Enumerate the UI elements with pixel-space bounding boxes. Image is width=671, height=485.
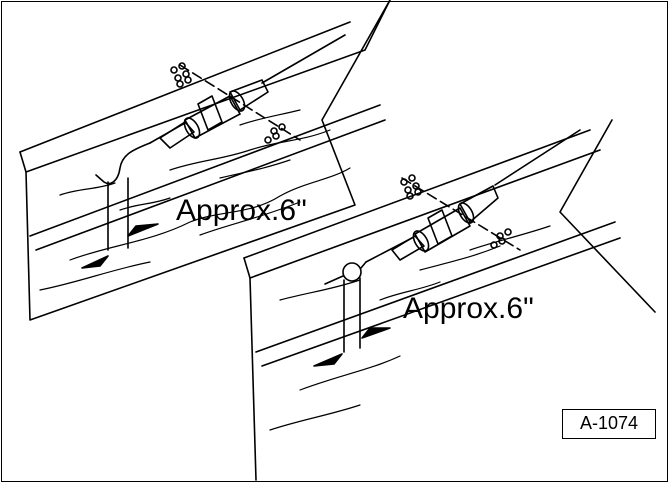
lower-assembly	[243, 119, 656, 481]
upper-assembly	[19, 0, 391, 321]
lower-dimension-arrows	[313, 327, 391, 367]
upper-dimension-arrows	[81, 223, 159, 269]
lower-clip-screws	[400, 174, 512, 249]
upper-plank	[19, 0, 391, 321]
lower-wood-grain	[269, 225, 551, 431]
upper-connector	[159, 79, 269, 149]
figure-reference-code: A-1074	[562, 409, 656, 439]
measurement-label-lower: Approx.6"	[403, 292, 534, 325]
upper-clip-screws	[170, 62, 286, 144]
upper-wood-grain	[39, 109, 351, 291]
lower-connector	[391, 185, 499, 261]
measurement-label-upper: Approx.6"	[176, 194, 307, 227]
